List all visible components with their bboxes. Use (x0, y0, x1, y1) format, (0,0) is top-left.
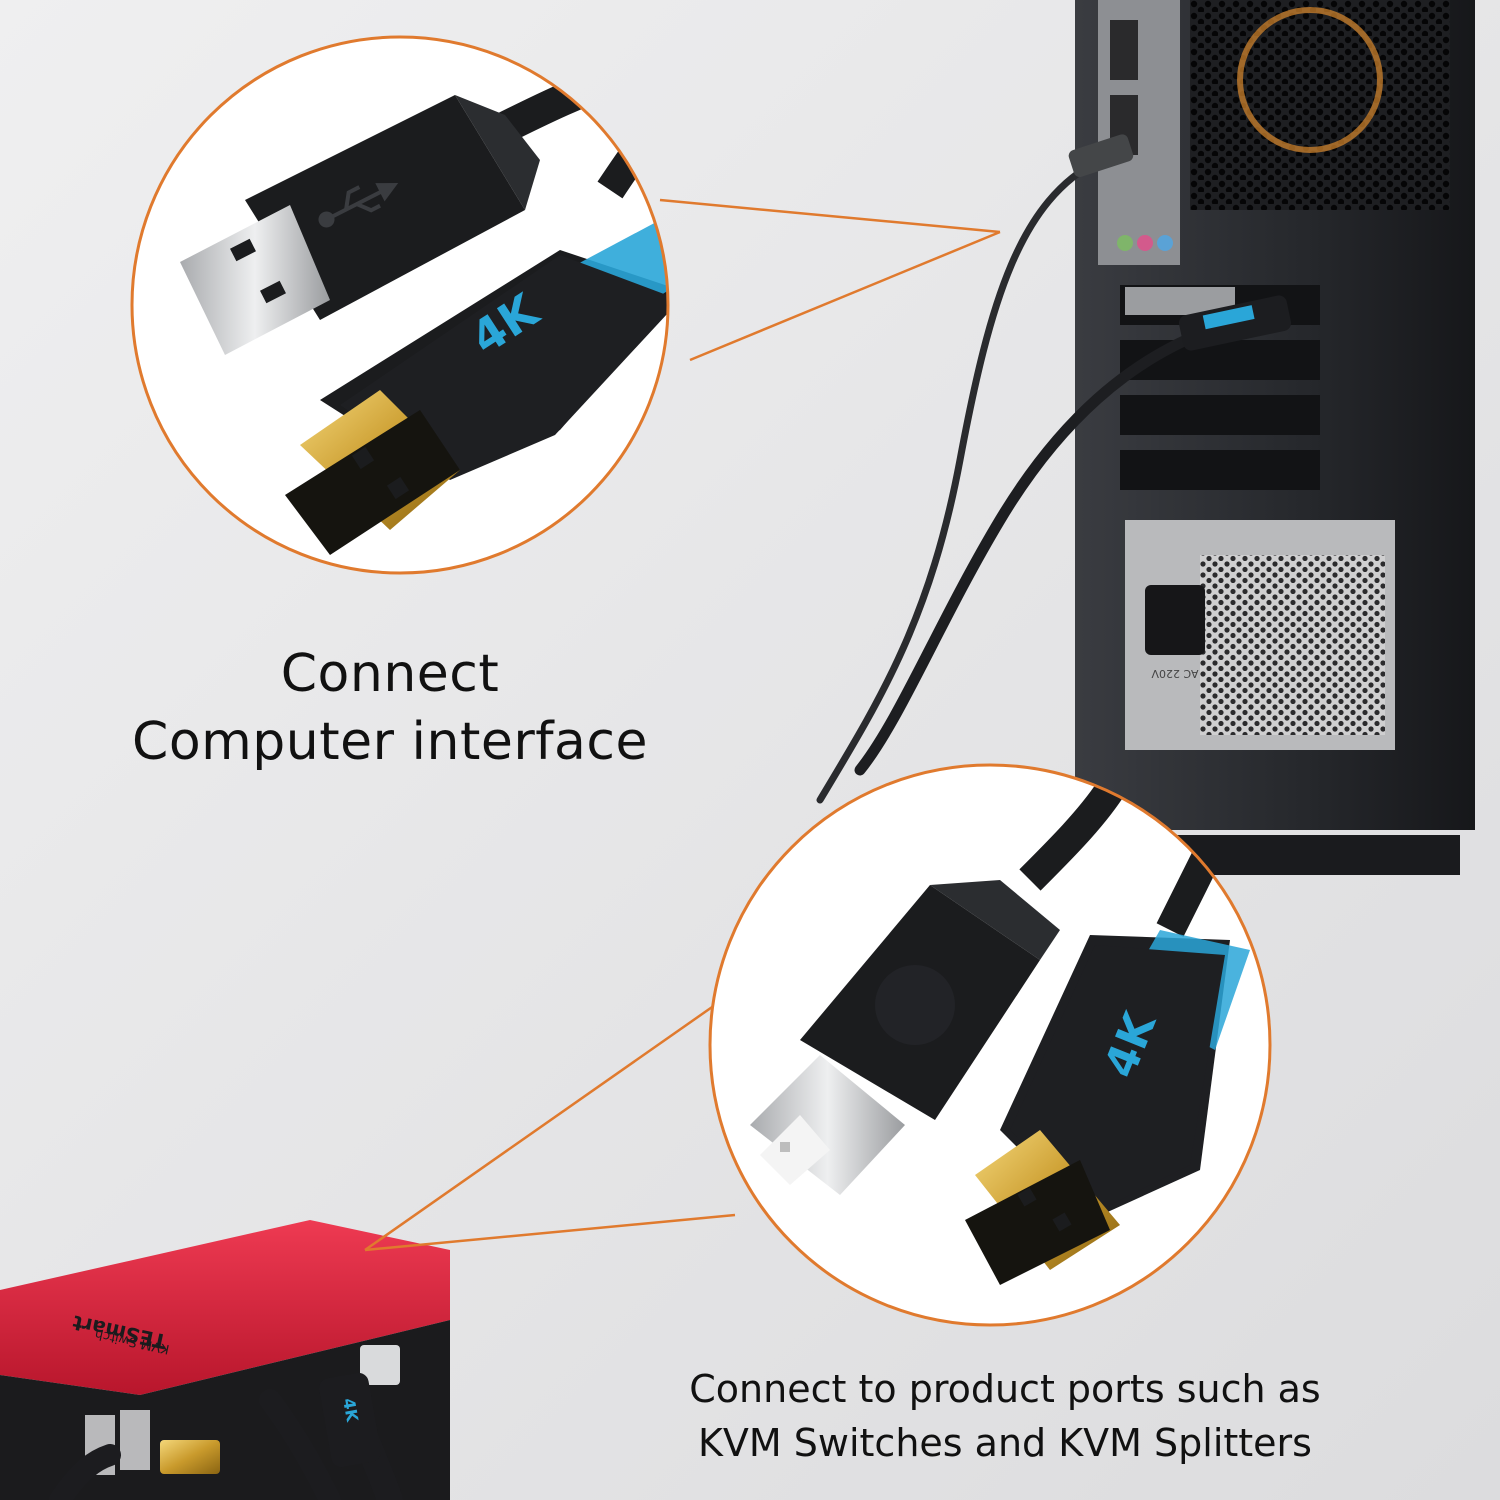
psu-marking: AC 220V (1151, 667, 1199, 680)
hdmi-connector-bottom: 4K (965, 930, 1250, 1285)
caption-bottom-line-1: Connect to product ports such as (689, 1367, 1321, 1411)
hdmi-connector-top: 4K (285, 220, 668, 555)
kvm-cable-4k-label: 4K (339, 1397, 362, 1424)
caption-product-ports: Connect to product ports such as KVM Swi… (610, 1362, 1400, 1470)
usb-trident-icon (318, 182, 399, 228)
callout-computer-connectors: 4K (130, 35, 670, 575)
usb-b-connector (750, 880, 1060, 1195)
callout-leaders (364, 198, 1001, 1252)
caption-computer-interface: Connect Computer interface (60, 640, 720, 776)
caption-top-line-2: Computer interface (132, 712, 648, 772)
cables-to-tower (816, 156, 1216, 804)
caption-bottom-line-2: KVM Switches and KVM Splitters (698, 1421, 1312, 1465)
callout-product-connectors: 4K (708, 763, 1272, 1327)
caption-top-line-1: Connect (280, 644, 500, 704)
usb-a-connector (180, 95, 540, 355)
computer-tower: AC 220V (1075, 0, 1475, 875)
